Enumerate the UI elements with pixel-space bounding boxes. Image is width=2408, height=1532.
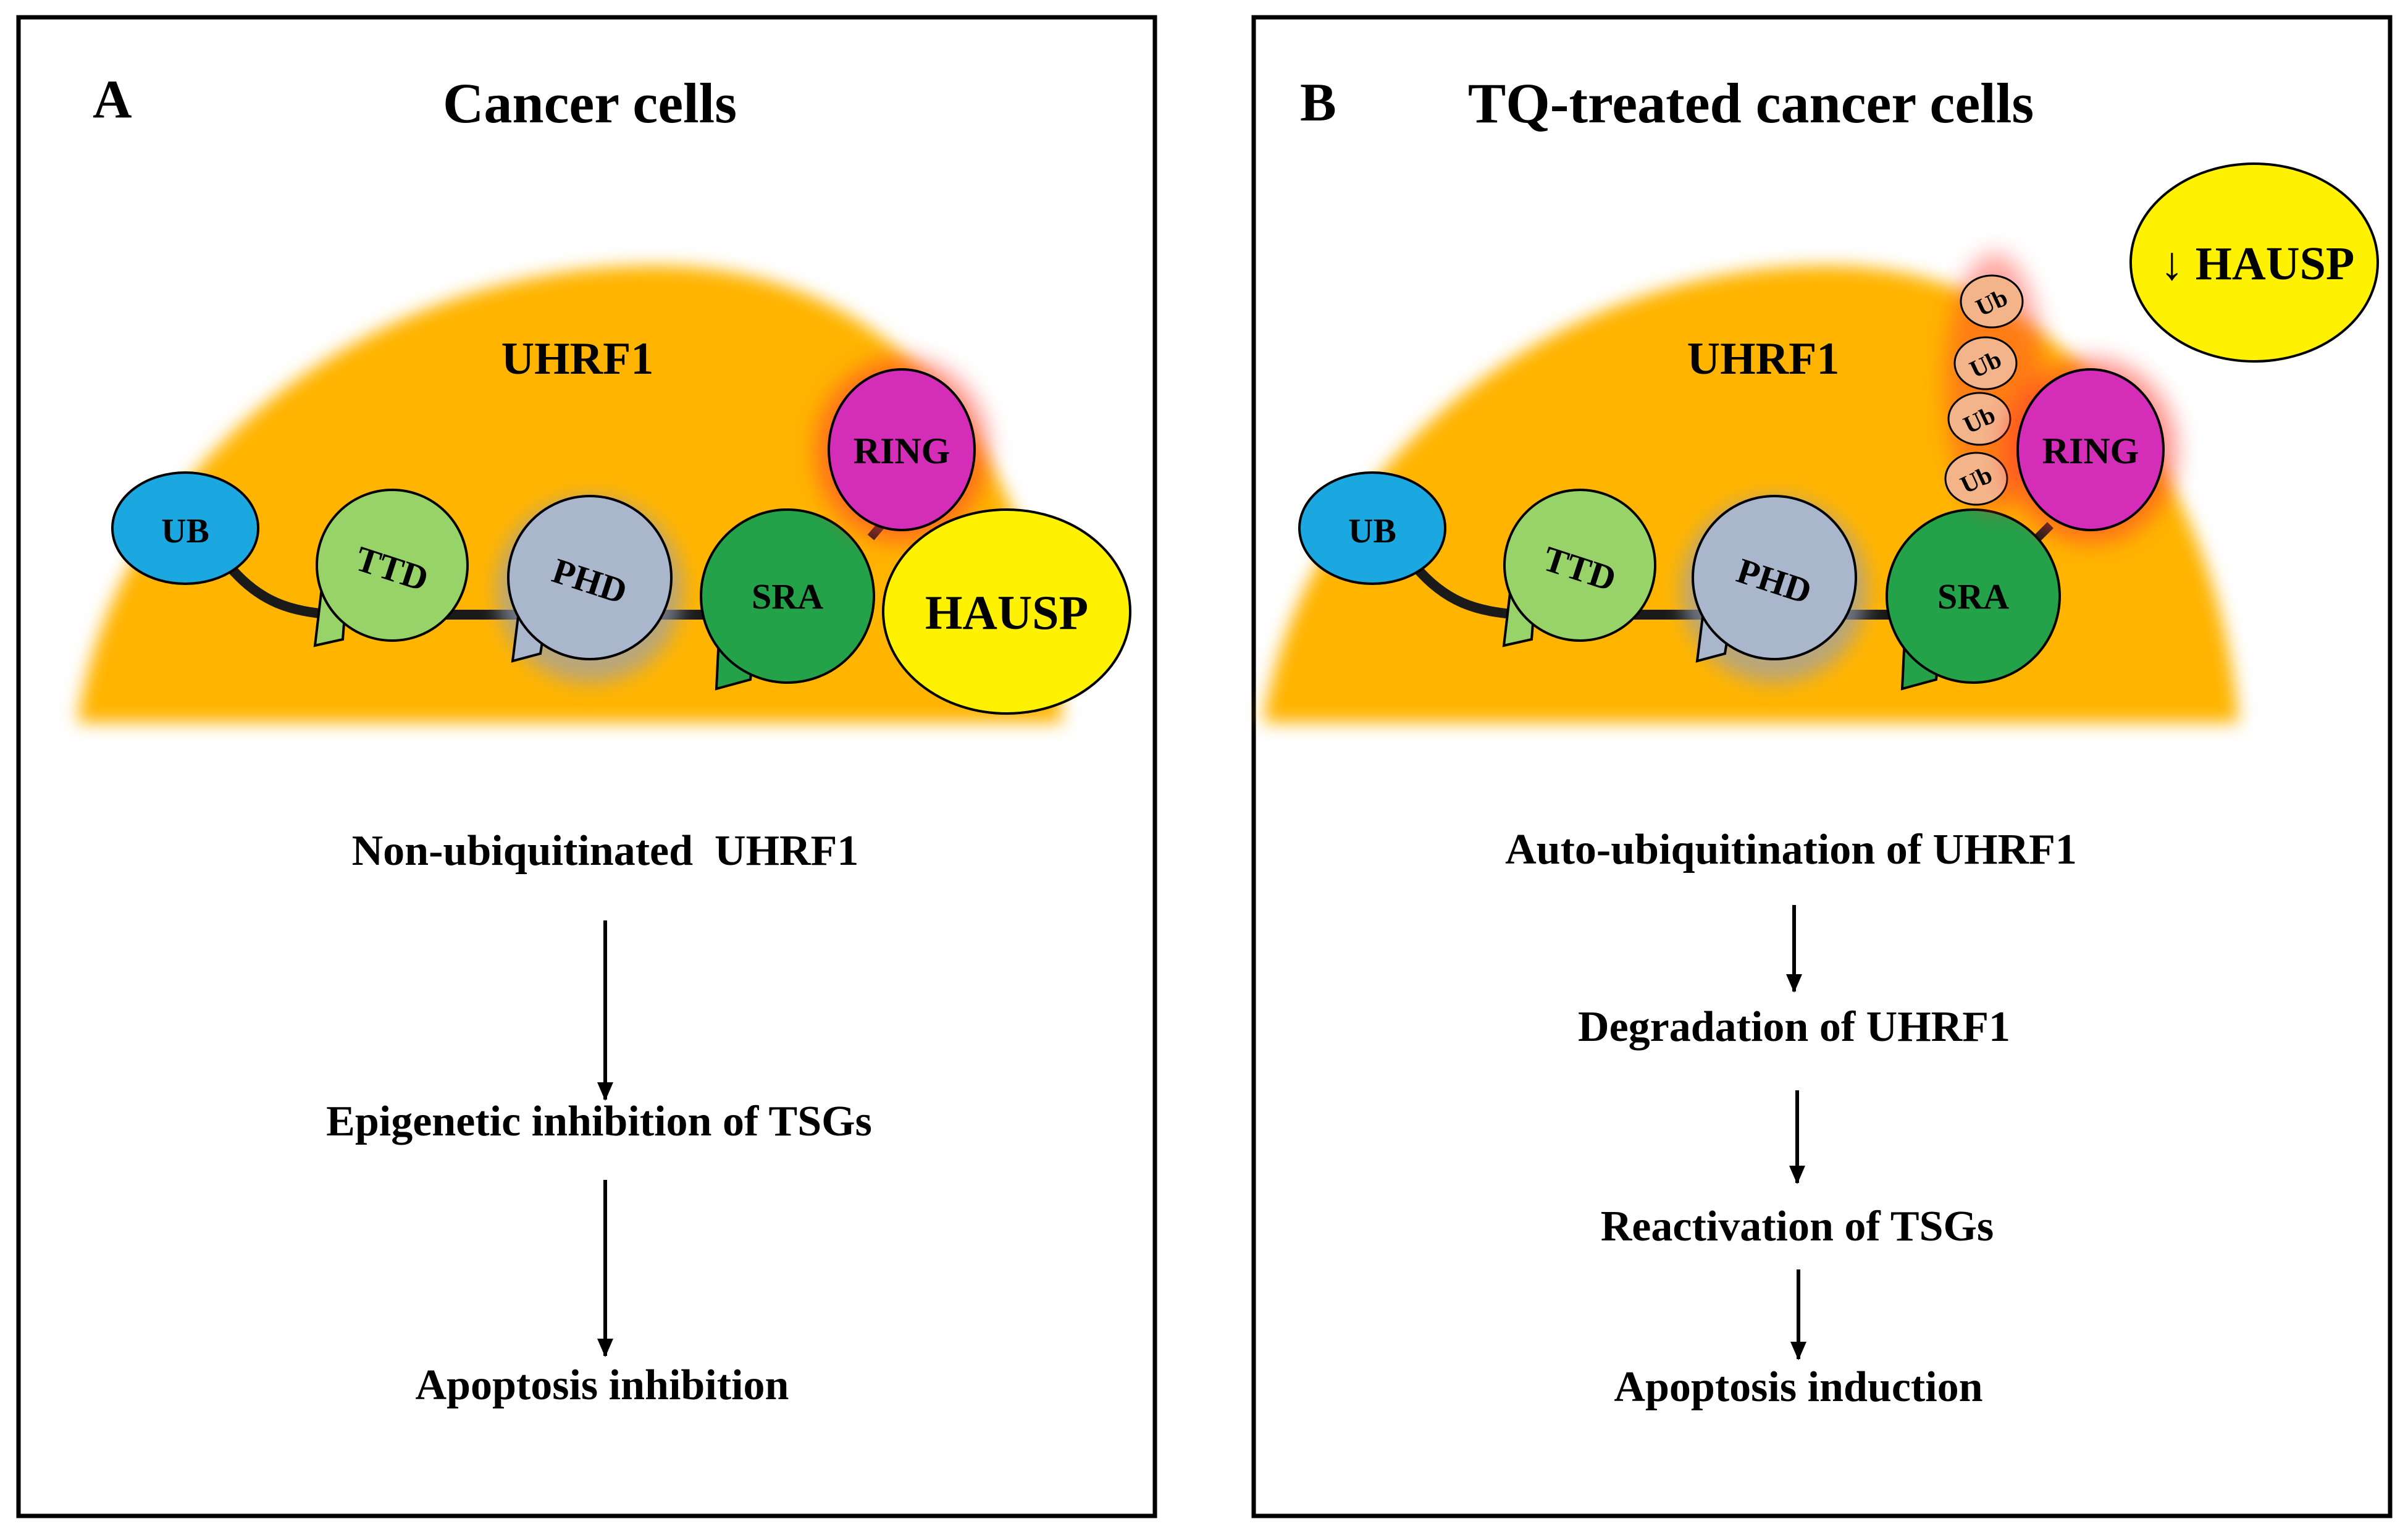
ubiquitin-2: Ub	[1953, 336, 2018, 390]
panel-b-step-4: Apoptosis induction	[1614, 1363, 1982, 1411]
hausp-a-label: HAUSP	[925, 586, 1088, 639]
panel-a-step-1: Non-ubiquitinated UHRF1	[352, 827, 859, 875]
ttd-domain-b: TTD	[1502, 489, 1656, 647]
sra-domain-a: SRA	[700, 508, 875, 691]
panel-a-frame	[16, 15, 1157, 1518]
sra-domain-a-label: SRA	[752, 576, 823, 617]
panel-b-title: TQ-treated cancer cells	[1468, 72, 2034, 135]
panel-a-step-2: Epigenetic inhibition of TSGs	[326, 1098, 872, 1145]
ub-domain-a-label: UB	[161, 512, 209, 550]
ring-domain-b: RING	[2004, 358, 2177, 544]
ub-domain-b-label: UB	[1348, 512, 1396, 550]
ring-domain-a-label: RING	[854, 431, 950, 471]
panel-b: B TQ-treated cancer cells UHRF1 UB TTD P…	[1251, 15, 2393, 1518]
phd-domain-a: PHD	[497, 495, 682, 683]
panel-b-letter: B	[1300, 73, 1336, 133]
ub-domain-b	[1298, 471, 1446, 585]
panel-a-step-3: Apoptosis inhibition	[416, 1362, 789, 1409]
ubiquitin-3: Ub	[1947, 392, 2012, 446]
hausp-b-label: ↓ HAUSP	[2160, 238, 2355, 290]
sra-domain-b: SRA	[1886, 508, 2061, 691]
ring-domain-a: RING	[815, 358, 988, 544]
panel-b-step-1: Auto-ubiquitination of UHRF1	[1505, 826, 2077, 873]
hausp-a: HAUSP	[882, 508, 1131, 715]
panel-a: A Cancer cells UHRF1 UB TTD PHD SRA	[16, 15, 1157, 1518]
ub-domain-a	[111, 471, 259, 585]
phd-domain-b: PHD	[1682, 495, 1867, 683]
ring-domain-b-label: RING	[2042, 431, 2139, 471]
hausp-b: ↓ HAUSP	[2129, 162, 2379, 363]
panel-a-letter: A	[93, 70, 132, 130]
uhrf1-label-b: UHRF1	[1687, 334, 1840, 384]
ubiquitin-4: Ub	[1944, 452, 2008, 506]
ttd-domain-a: TTD	[313, 489, 469, 647]
panel-b-step-2: Degradation of UHRF1	[1578, 1003, 2010, 1051]
ubiquitin-1: Ub	[1960, 274, 2024, 329]
panel-a-title: Cancer cells	[443, 72, 737, 135]
sra-domain-b-label: SRA	[1937, 576, 2009, 617]
uhrf1-label-a: UHRF1	[501, 334, 654, 384]
panel-b-step-3: Reactivation of TSGs	[1601, 1203, 1994, 1250]
